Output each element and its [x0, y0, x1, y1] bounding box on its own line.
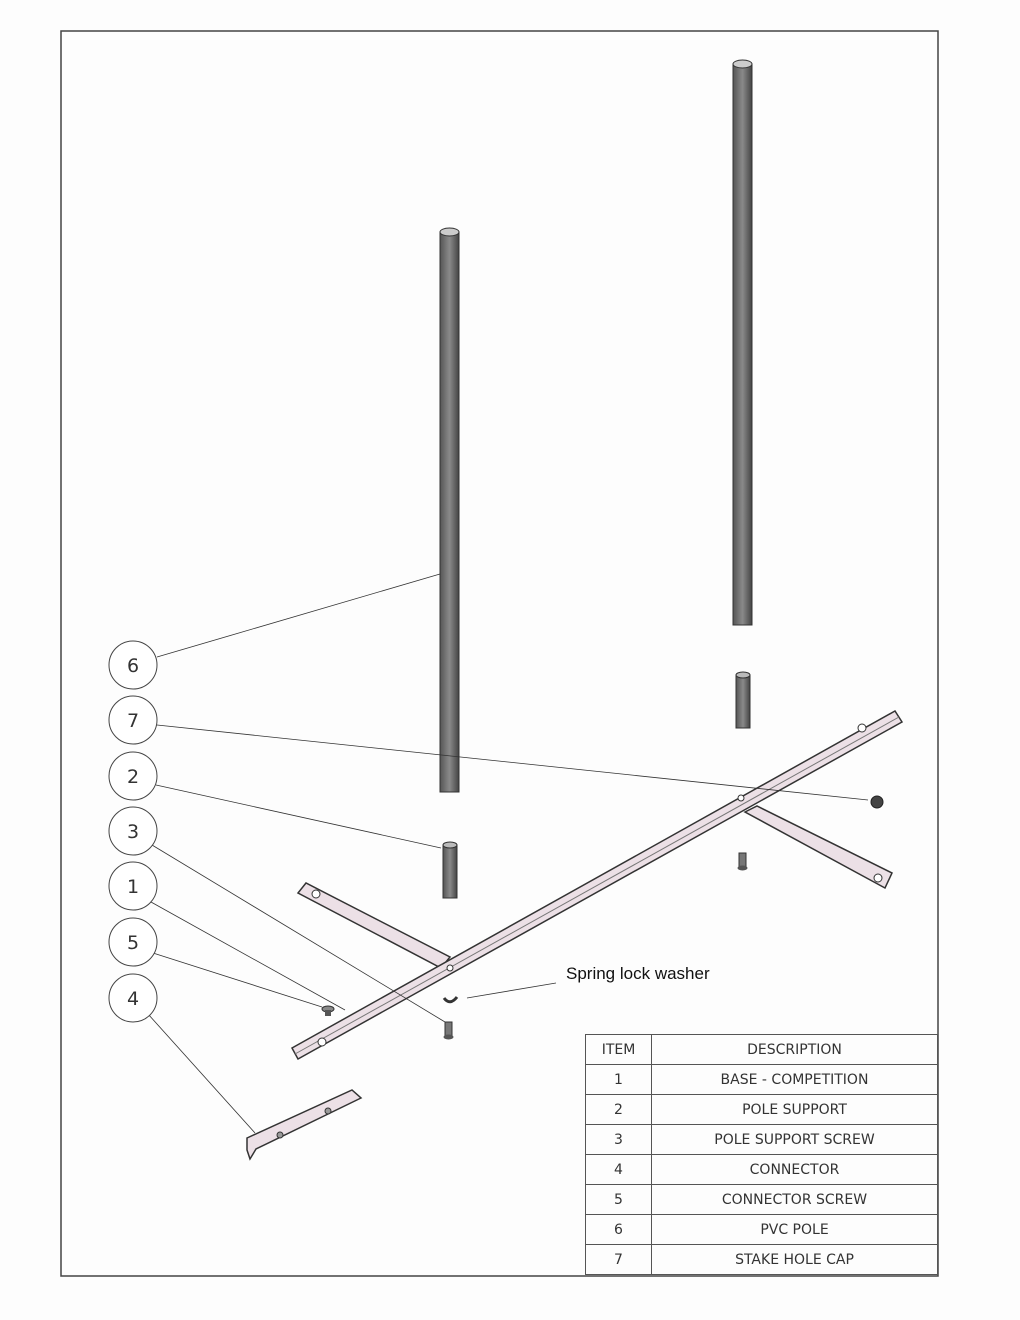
balloon-1: 1	[108, 861, 158, 911]
pvc-pole-left	[439, 227, 460, 793]
item-number: 1	[585, 1064, 652, 1095]
item-number: 7	[585, 1244, 652, 1275]
item-description: POLE SUPPORT	[651, 1094, 938, 1125]
item-number: 3	[585, 1124, 652, 1155]
item-number: 5	[585, 1184, 652, 1215]
svg-text:5: 5	[127, 932, 139, 954]
balloon-4: 4	[108, 973, 158, 1023]
item-number: 2	[585, 1094, 652, 1125]
header-item: ITEM	[585, 1034, 652, 1065]
svg-text:4: 4	[127, 988, 139, 1010]
pole-support-left	[442, 841, 458, 899]
header-description: DESCRIPTION	[651, 1034, 938, 1065]
svg-text:1: 1	[127, 876, 139, 898]
balloon-3: 3	[108, 806, 158, 856]
item-description: STAKE HOLE CAP	[651, 1244, 938, 1275]
item-description: CONNECTOR	[651, 1154, 938, 1185]
pole-support-right	[735, 671, 751, 729]
connector-plate	[246, 1089, 363, 1161]
item-description: POLE SUPPORT SCREW	[651, 1124, 938, 1155]
svg-text:7: 7	[127, 710, 139, 732]
spring-lock-washer-label: Spring lock washer	[566, 964, 710, 983]
stake-hole-cap	[870, 795, 884, 809]
item-description: PVC POLE	[651, 1214, 938, 1245]
svg-text:3: 3	[127, 821, 139, 843]
pole-support-screw-left	[443, 1021, 454, 1040]
base-main-bar	[290, 709, 904, 1061]
item-number: 4	[585, 1154, 652, 1185]
item-description: BASE - COMPETITION	[651, 1064, 938, 1095]
spring-lock-washer	[442, 996, 459, 1004]
pole-support-screw-right	[737, 852, 748, 871]
base-cross-bar-left	[296, 882, 452, 969]
balloon-7: 7	[108, 695, 158, 745]
balloon-6: 6	[108, 640, 158, 690]
connector-screw	[321, 1005, 335, 1016]
pvc-pole-right	[732, 59, 753, 626]
svg-text:2: 2	[127, 766, 139, 788]
item-description: CONNECTOR SCREW	[651, 1184, 938, 1215]
base-cross-bar-right	[743, 805, 893, 890]
table-header-row: ITEM DESCRIPTION	[585, 1034, 938, 1065]
drawing-border	[60, 30, 939, 1277]
balloon-2: 2	[108, 751, 158, 801]
svg-text:6: 6	[127, 655, 139, 677]
balloon-5: 5	[108, 917, 158, 967]
leader-lines	[147, 573, 869, 1134]
item-number: 6	[585, 1214, 652, 1245]
